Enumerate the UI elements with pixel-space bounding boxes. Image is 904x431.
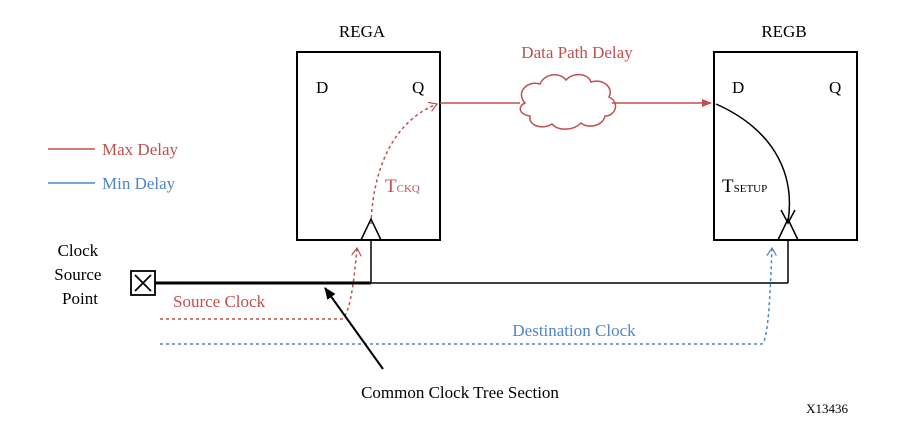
clock-source-label: Clock Source Point bbox=[54, 241, 105, 308]
rega-clock-triangle bbox=[360, 217, 382, 241]
tsetup-main: T bbox=[722, 176, 734, 197]
destination-clock-path bbox=[160, 248, 772, 345]
tsetup-sub: SETUP bbox=[734, 183, 768, 195]
tckq-main: T bbox=[385, 176, 397, 197]
regb-d-pin: D bbox=[732, 78, 744, 97]
source-clock-path bbox=[160, 248, 357, 320]
common-clock-pointer bbox=[324, 287, 384, 370]
tckq-label: TCKQ bbox=[385, 176, 420, 197]
rega-d-pin: D bbox=[316, 78, 328, 97]
regb-q-pin: Q bbox=[829, 78, 841, 97]
clock-source-line-1: Clock bbox=[58, 241, 99, 260]
tsetup-label: TSETUP bbox=[722, 176, 767, 197]
cloud-icon bbox=[519, 73, 617, 130]
data-path-delay-label: Data Path Delay bbox=[521, 43, 633, 62]
common-clock-label: Common Clock Tree Section bbox=[361, 383, 559, 402]
figure-id: X13436 bbox=[806, 401, 848, 416]
tckq-arrow bbox=[370, 104, 437, 225]
legend-min-label: Min Delay bbox=[102, 174, 176, 193]
tsetup-arrow bbox=[715, 103, 791, 223]
regb-box bbox=[713, 51, 858, 241]
x-box-stroke-2 bbox=[134, 274, 152, 292]
rega-title: REGA bbox=[339, 22, 386, 41]
regb-title: REGB bbox=[761, 22, 806, 41]
rega-box bbox=[296, 51, 441, 241]
destination-clock-label: Destination Clock bbox=[512, 321, 636, 340]
source-clock-label: Source Clock bbox=[173, 292, 266, 311]
tckq-sub: CKQ bbox=[397, 183, 420, 195]
clock-source-line-2: Source bbox=[54, 265, 101, 284]
tsetup-arrowhead bbox=[780, 209, 796, 225]
rega-q-pin: Q bbox=[412, 78, 424, 97]
legend-max-label: Max Delay bbox=[102, 140, 179, 159]
clock-source-line-3: Point bbox=[62, 289, 98, 308]
